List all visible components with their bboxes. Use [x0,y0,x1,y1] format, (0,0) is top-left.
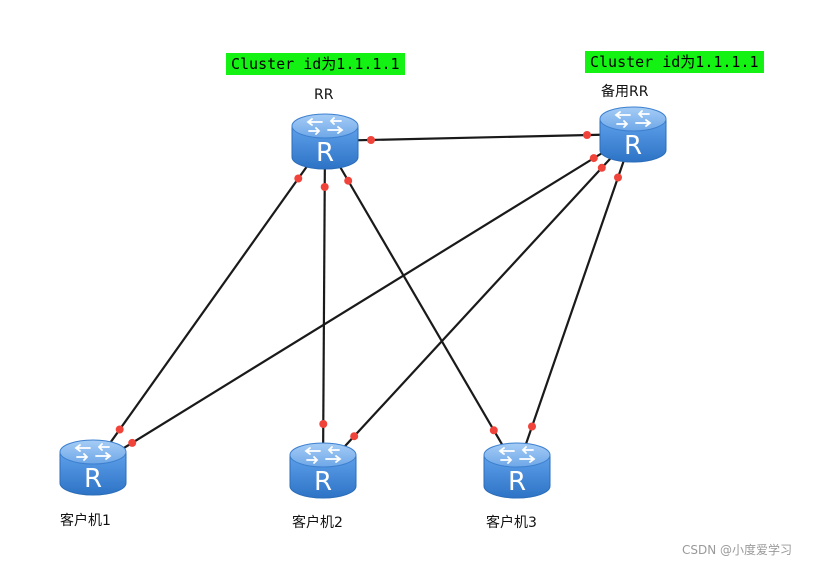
port-dot [294,174,303,183]
router-label-rr: RR [314,87,334,103]
router-icon-backup: R [599,106,667,163]
port-dot [589,154,598,163]
port-dot [320,183,329,191]
router-icon-c2: R [289,442,357,499]
link-rr-c2 [321,140,327,471]
port-dot [489,426,498,435]
cluster-id-tag-rr: Cluster id为1.1.1.1 [226,53,405,75]
router-icon-rr: R [291,113,359,170]
routers-layer: R R R R R [59,106,667,499]
router-letter: R [624,131,642,161]
router-letter: R [508,467,526,497]
router-label-client-2: 客户机2 [292,515,343,531]
port-dot [614,173,622,182]
port-dot [367,136,375,144]
link-rr-backup [324,132,634,143]
router-label-client-1: 客户机1 [60,513,111,529]
router-letter: R [314,467,332,497]
router-label-client-3: 客户机3 [486,515,537,531]
port-dot [115,425,124,434]
router-label-backup-rr: 备用RR [601,84,649,100]
link-rr-c1 [92,140,326,468]
port-dot [583,131,591,139]
router-letter: R [84,464,102,494]
port-dot [128,438,137,447]
router-letter: R [316,138,334,168]
port-dot [528,422,536,431]
link-backup-c2 [322,133,634,471]
router-icon-c1: R [59,439,127,496]
router-icon-c3: R [483,442,551,499]
port-dot [597,163,606,172]
links-layer [92,132,635,471]
port-dot [319,420,328,428]
link-rr-c3 [324,140,518,471]
link-backup-c3 [515,133,635,471]
watermark: CSDN @小度爱学习 [682,543,793,557]
ports-layer [115,131,622,447]
port-dot [344,176,353,185]
link-backup-c1 [92,133,634,468]
port-dot [350,432,359,441]
cluster-id-tag-backup-rr: Cluster id为1.1.1.1 [585,51,764,73]
